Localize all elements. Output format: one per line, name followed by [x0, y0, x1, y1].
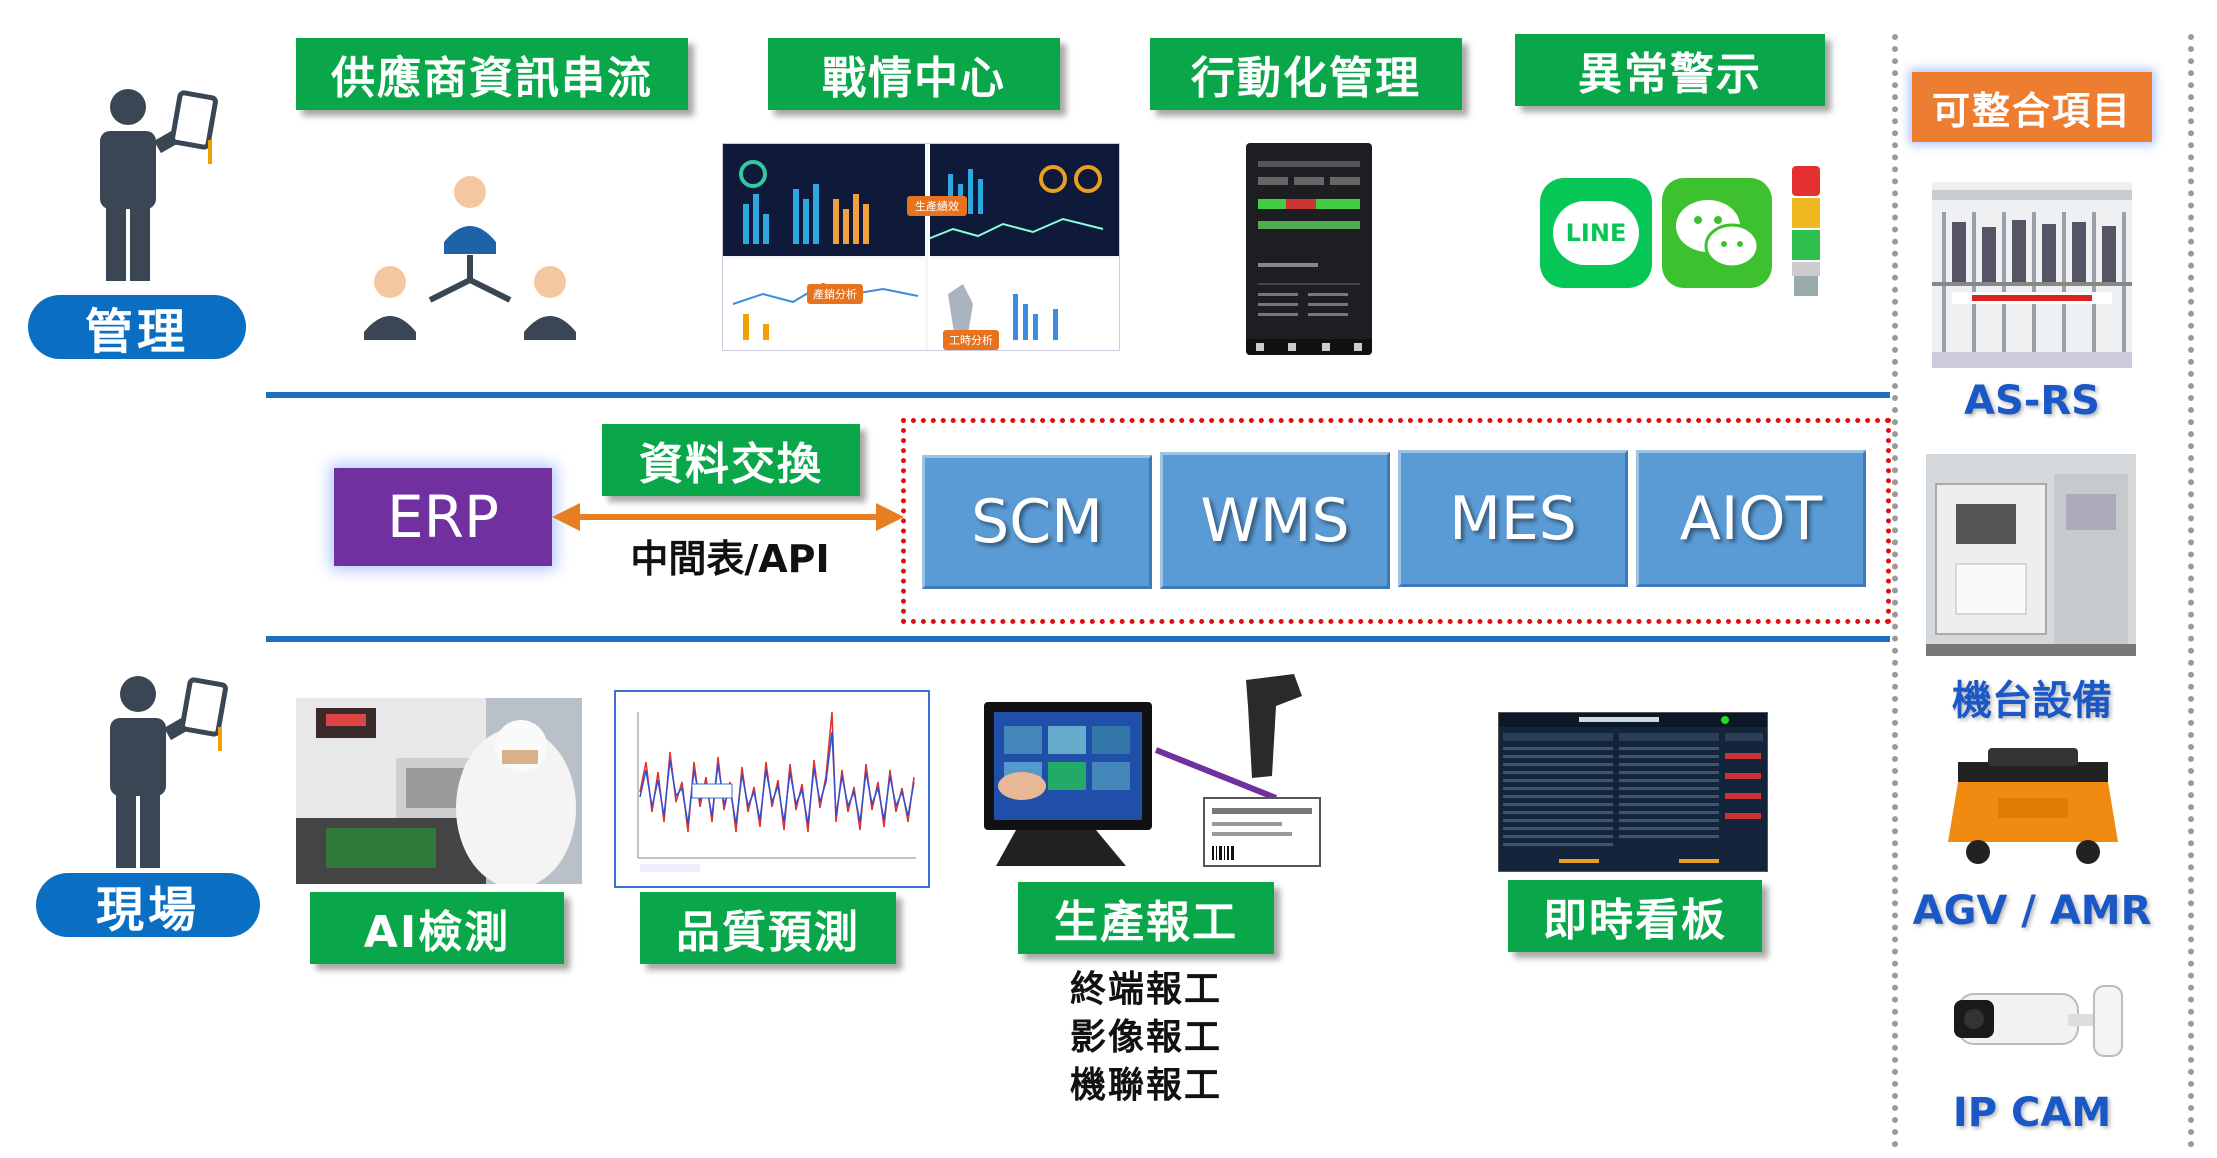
module-ai-inspection: AI檢測 [310, 892, 564, 964]
dashboard-screenshot: 生產績效 產銷分析 工時分析 [722, 143, 1120, 351]
reporting-devices-graphic [984, 674, 1321, 867]
line-app-label: LINE [1553, 201, 1639, 265]
sidebar-item-ip-cam: IP CAM [1952, 1090, 2112, 1136]
divider-bottom [266, 636, 1890, 642]
reporting-method-image: 影像報工 [1069, 1017, 1222, 1058]
sidebar-item-agv-amr: AGV / AMR [1912, 888, 2152, 934]
section-management: 管理 [28, 295, 246, 360]
dashboard-tag-sales: 產銷分析 [807, 284, 863, 304]
module-quality-prediction: 品質預測 [640, 892, 896, 964]
asrs-rack-graphic [1932, 182, 2132, 368]
system-wms: WMS [1160, 452, 1390, 589]
system-mes: MES [1398, 450, 1628, 587]
integrated-systems-group [901, 418, 1891, 624]
reporting-method-machine: 機聯報工 [1069, 1065, 1222, 1106]
ai-inspection-photo [296, 698, 582, 884]
ai-inspection-graphic [296, 698, 582, 884]
system-scm: SCM [922, 455, 1152, 589]
realtime-board-screenshot [1498, 712, 1768, 872]
module-mobile-management: 行動化管理 [1150, 38, 1462, 110]
dashboard-charts-graphic [723, 144, 1119, 350]
sidebar-item-asrs: AS-RS [1964, 378, 2100, 424]
wechat-icon [1662, 178, 1772, 288]
section-field: 現場 [36, 873, 260, 938]
connector-label: 中間表/API [630, 537, 830, 581]
sidebar-item-machine: 機台設備 [1952, 678, 2112, 724]
manager-person-icon [100, 89, 218, 281]
divider-top [266, 392, 1890, 398]
machine-equipment-graphic [1926, 454, 2136, 656]
module-war-room: 戰情中心 [768, 38, 1060, 110]
system-aiot: AIOT [1636, 450, 1866, 587]
realtime-board-graphic [1499, 713, 1767, 863]
dashboard-tag-hours: 工時分析 [943, 330, 999, 350]
erp-connector-arrow [552, 503, 904, 531]
dashboard-tag-production: 生產績效 [907, 196, 967, 216]
integration-sidebar [1892, 34, 2194, 1148]
mobile-app-screenshot [1246, 143, 1372, 355]
line-app-icon: LINE [1540, 178, 1652, 288]
module-realtime-board: 即時看板 [1508, 880, 1762, 952]
quality-prediction-chart [614, 690, 930, 888]
mobile-app-graphic [1246, 161, 1372, 355]
module-supplier-stream: 供應商資訊串流 [296, 38, 688, 110]
erp-box: ERP [334, 468, 552, 566]
agv-robot-graphic [1948, 748, 2118, 864]
field-person-icon [110, 676, 228, 868]
signal-tower-light-icon [1792, 166, 1820, 296]
data-exchange-label: 資料交換 [602, 424, 860, 496]
ip-camera-icon [1954, 985, 2123, 1057]
supplier-network-icon [364, 176, 576, 340]
module-production-reporting: 生產報工 [1018, 882, 1274, 954]
module-anomaly-alert: 異常警示 [1515, 34, 1825, 106]
quality-prediction-graphic [637, 711, 916, 872]
reporting-method-terminal: 終端報工 [1069, 969, 1222, 1010]
sidebar-title: 可整合項目 [1912, 72, 2152, 142]
